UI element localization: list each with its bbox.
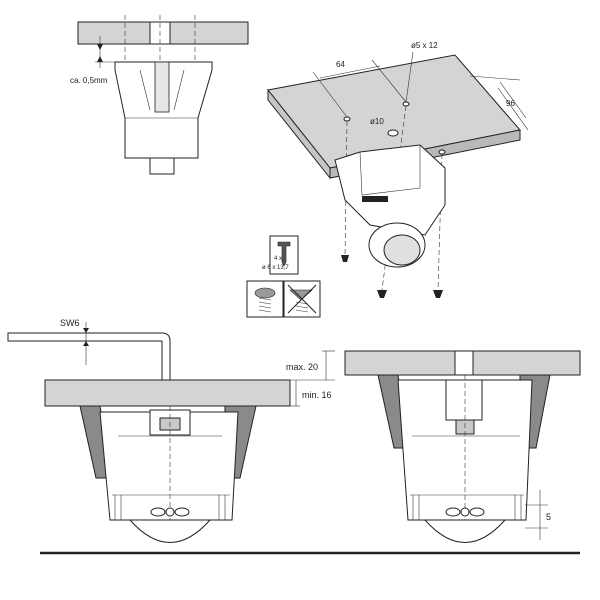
dim-96-label: 96 [506, 99, 515, 108]
min-dim-label: min. 16 [302, 390, 332, 400]
max-dim-label: max. 20 [286, 362, 318, 372]
wheel-right [423, 519, 507, 543]
assembly-right: 5 [344, 350, 581, 543]
wheel-left [128, 519, 212, 543]
screw-count-label: 4 x [274, 256, 282, 262]
gap-label: ca. 0,5mm [70, 76, 108, 85]
assembly-left: SW6 max. 20 min. 16 [7, 318, 335, 543]
screw-icon [341, 255, 443, 298]
detail-gap-view: ca. 0,5mm [70, 15, 249, 175]
screw-size-label: ø 6 x 13,7 [262, 265, 289, 271]
isometric-caster-housing [334, 144, 446, 236]
not-allowed-cross-icon [287, 284, 317, 314]
detail-isometric-plate: 64 96 ø5 x 12 ø10 [267, 41, 529, 298]
hole-small-label: ø5 x 12 [411, 41, 438, 50]
dim-5-label: 5 [546, 512, 551, 522]
mounting-plate-left [44, 379, 291, 407]
wrench-size-label: SW6 [60, 318, 80, 328]
screw-spec-box: 4 x ø 6 x 13,7 [262, 235, 299, 275]
dim-64-label: 64 [336, 60, 345, 69]
hole-center-label: ø10 [370, 117, 384, 126]
screw-type-icons [246, 280, 321, 318]
